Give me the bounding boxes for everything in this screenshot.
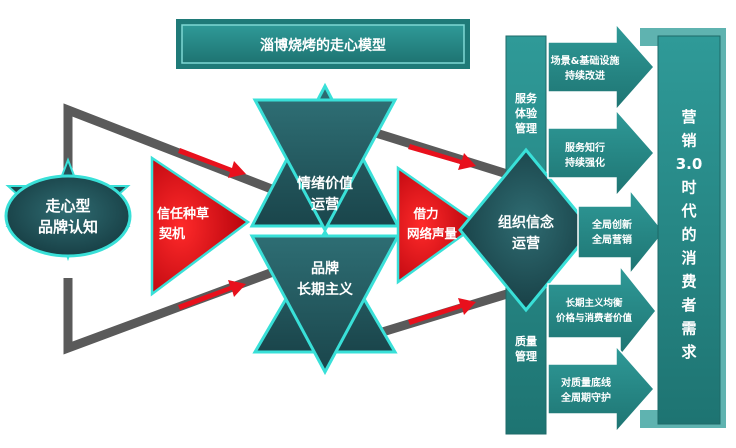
arrow-2-line1: 服务知行 [565, 141, 605, 154]
consumer-needs-char: 需 [681, 320, 696, 338]
emotional-value-line1: 情绪价值 [297, 175, 353, 192]
brand-longterm-node: 品牌 长期主义 [249, 229, 401, 376]
consumer-needs-char: 的 [681, 226, 696, 244]
arrow-3: 全局创新 全局营销 [577, 187, 665, 277]
consumer-needs-char: 消 [681, 249, 696, 267]
emotional-value-line2: 运营 [311, 196, 339, 213]
top-connector-line [63, 103, 302, 205]
red-arrow-bottom-right [408, 298, 476, 325]
brand-cognition-line1: 走心型 [45, 197, 90, 215]
brand-cognition-node: 走心型 品牌认知 [4, 157, 132, 262]
brand-cognition-line2: 品牌认知 [38, 218, 98, 236]
service-experience-line3: 管理 [515, 121, 537, 135]
arrow-3-line1: 全局创新 [591, 218, 632, 231]
consumer-needs-char: 营 [681, 108, 696, 126]
consumer-needs-char: 者 [681, 296, 696, 314]
arrow-2: 服务知行 持续强化 [547, 108, 656, 198]
quality-management-line1: 质量 [515, 334, 537, 348]
arrow-1: 场景&基础设施 持续改进 [547, 22, 656, 112]
quality-management-line2: 管理 [515, 349, 537, 363]
arrow-1-line1: 场景&基础设施 [551, 54, 620, 67]
brand-longterm-line2: 长期主义 [297, 281, 353, 298]
consumer-needs-char: 时 [681, 179, 696, 197]
title-text: 淄博烧烤的走心模型 [260, 37, 386, 54]
consumer-needs-char: 3.0 [676, 155, 703, 173]
trust-seeding-line1: 信任种草 [157, 206, 209, 222]
org-belief-line2: 运营 [512, 235, 540, 252]
org-belief-node: 组织信念 运营 [458, 147, 594, 313]
service-experience-line1: 服务 [515, 91, 538, 105]
consumer-needs-char: 费 [681, 273, 696, 291]
red-arrow-bottom-left [178, 280, 246, 310]
brand-longterm-line1: 品牌 [311, 260, 339, 277]
arrow-3-line2: 全局营销 [591, 233, 632, 246]
arrow-2-line2: 持续强化 [565, 156, 605, 169]
service-experience-line2: 体验 [515, 106, 538, 120]
network-voice-node: 借力 网络声量 [396, 165, 481, 285]
consumer-needs-char: 代 [680, 202, 696, 220]
network-voice-line1: 借力 [412, 206, 438, 221]
arrow-4-line2: 价格与消费者价值 [556, 312, 633, 324]
arrow-4: 长期主义均衡 价格与消费者价值 [547, 263, 657, 359]
trust-seeding-node: 信任种草 契机 [150, 155, 251, 297]
arrow-5-line2: 全周期守护 [560, 391, 611, 404]
consumer-needs-char: 求 [681, 343, 697, 361]
title-banner: 淄博烧烤的走心模型 [176, 19, 470, 69]
red-arrow-top-left [178, 148, 246, 178]
arrow-5: 对质量底线 全周期守护 [547, 344, 656, 434]
upper-right-connector-line [358, 123, 522, 183]
arrow-4-line1: 长期主义均衡 [565, 297, 623, 309]
arrow-1-line2: 持续改进 [565, 69, 605, 82]
org-belief-line1: 组织信念 [498, 214, 555, 231]
emotional-value-node: 情绪价值 运营 [249, 82, 401, 234]
consumer-needs-char: 销 [681, 132, 696, 150]
red-arrow-top-right [408, 144, 476, 170]
trust-seeding-line2: 契机 [158, 226, 185, 242]
network-voice-line2: 网络声量 [407, 226, 458, 241]
arrow-5-line1: 对质量底线 [561, 376, 611, 389]
